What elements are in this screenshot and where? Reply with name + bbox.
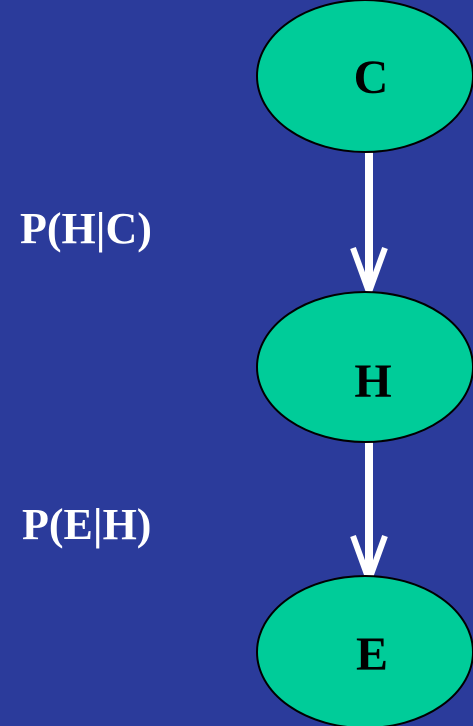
edge-c-to-h (350, 152, 388, 301)
node-h-label: H (354, 355, 391, 408)
node-e: E (256, 575, 473, 726)
node-c: C (256, 0, 473, 153)
edge-h-to-e (350, 441, 388, 589)
node-c-label: C (354, 51, 389, 104)
edge-label-p-e-given-h: P(E|H) (22, 500, 152, 549)
edge-label-p-h-given-c: P(H|C) (20, 204, 152, 253)
node-e-label: E (356, 628, 388, 681)
node-h: H (256, 291, 473, 443)
